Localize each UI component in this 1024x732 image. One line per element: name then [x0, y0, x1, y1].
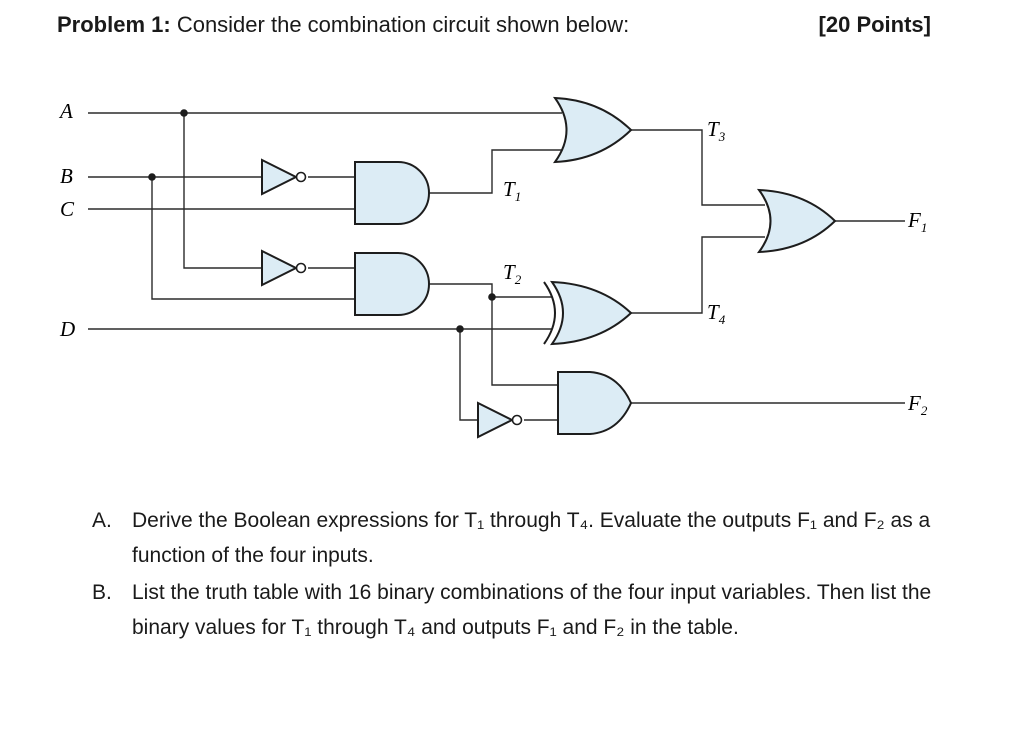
signal-label-t4: T4	[707, 300, 726, 327]
or-gate-t3	[552, 96, 633, 164]
question-item: A. Derive the Boolean expressions for T₁…	[92, 503, 952, 573]
xor-gate-t4	[543, 280, 633, 346]
input-label-a: A	[58, 99, 73, 123]
inverter-b	[261, 158, 307, 196]
and-gate-t2	[354, 252, 430, 316]
problem-heading: Problem 1: Consider the combination circ…	[57, 10, 629, 40]
points-badge: [20 Points]	[818, 12, 931, 37]
signal-label-t1: T1	[503, 177, 521, 204]
and-gate-t1	[354, 161, 430, 225]
question-text: Derive the Boolean expressions for T₁ th…	[132, 509, 931, 567]
junction-dots	[148, 109, 496, 333]
input-label-d: D	[59, 317, 75, 341]
inverter-d	[477, 401, 523, 439]
junction-dot	[148, 173, 156, 181]
problem-text: Consider the combination circuit shown b…	[170, 12, 630, 37]
question-letter: A.	[92, 509, 112, 532]
signal-label-t3: T3	[707, 117, 726, 144]
question-letter: B.	[92, 581, 112, 604]
question-item: B. List the truth table with 16 binary c…	[92, 575, 952, 645]
output-label-f2: F2	[907, 391, 928, 418]
and-gate-f2	[557, 371, 633, 435]
junction-dot	[456, 325, 464, 333]
or-gate-f1	[756, 188, 837, 254]
signal-label-t2: T2	[503, 260, 522, 287]
input-label-c: C	[60, 197, 75, 221]
question-list: A. Derive the Boolean expressions for T₁…	[92, 503, 952, 647]
wires	[88, 112, 905, 421]
question-text: List the truth table with 16 binary comb…	[132, 581, 932, 639]
header: Problem 1: Consider the combination circ…	[57, 10, 931, 44]
problem-label: Problem 1:	[57, 12, 171, 37]
inverter-a	[261, 249, 307, 287]
input-label-b: B	[60, 164, 73, 188]
junction-dot	[180, 109, 188, 117]
junction-dot	[488, 293, 496, 301]
output-label-f1: F1	[907, 208, 927, 235]
